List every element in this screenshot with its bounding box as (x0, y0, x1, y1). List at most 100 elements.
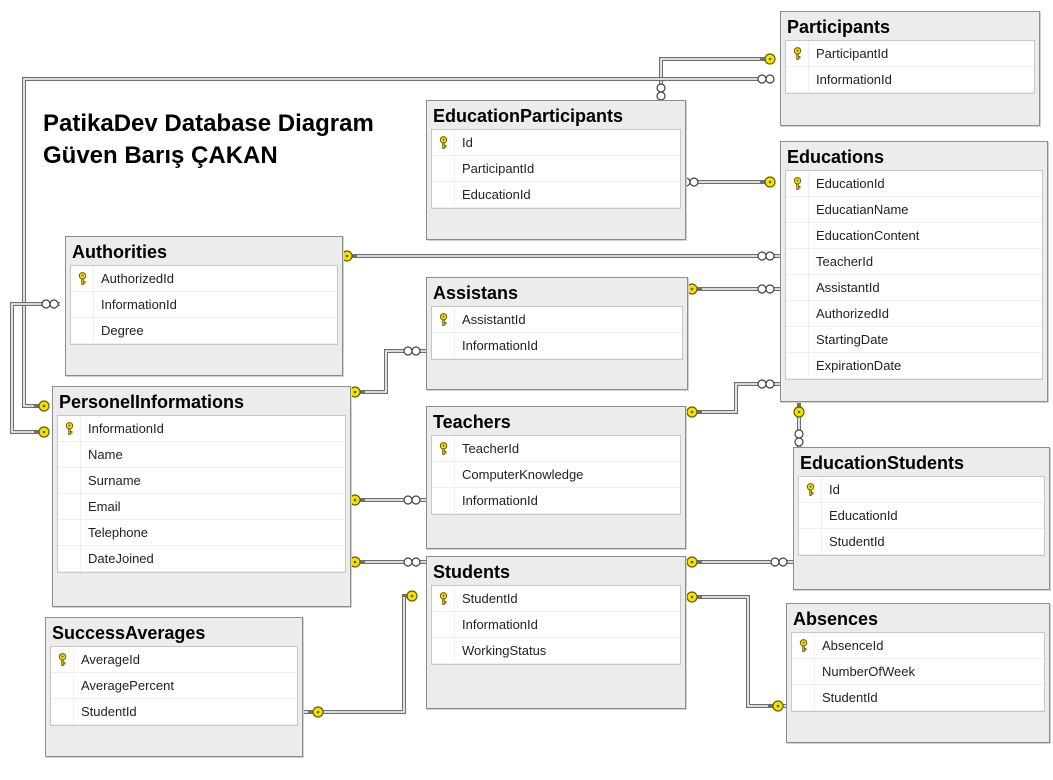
column-row[interactable]: EducationId (799, 503, 1044, 529)
rel-participants-educationparticipants[interactable] (656, 53, 776, 101)
column-row[interactable]: EducationContent (786, 223, 1042, 249)
row-selector[interactable] (432, 333, 455, 358)
column-row[interactable]: StudentId (799, 529, 1044, 555)
row-selector[interactable] (792, 633, 815, 658)
column-row[interactable]: InformationId (432, 333, 682, 359)
column-row[interactable]: StartingDate (786, 327, 1042, 353)
row-selector[interactable] (432, 156, 455, 181)
row-selector[interactable] (58, 416, 81, 441)
row-selector[interactable] (786, 275, 809, 300)
rel-students-absences[interactable] (686, 591, 786, 712)
column-row[interactable]: InformationId (71, 292, 337, 318)
row-selector[interactable] (792, 659, 815, 684)
rel-students-successaverages[interactable] (301, 590, 418, 718)
column-row[interactable]: StudentId (51, 699, 297, 725)
column-row[interactable]: InformationId (432, 612, 680, 638)
row-selector[interactable] (432, 182, 455, 207)
rel-personel-teachers[interactable] (349, 494, 426, 506)
column-row[interactable]: Name (58, 442, 345, 468)
row-selector[interactable] (432, 462, 455, 487)
rel-teachers-educations[interactable] (686, 379, 780, 418)
rel-assistans-educations[interactable] (686, 283, 780, 295)
rel-educations-educationparticipants[interactable] (681, 176, 776, 188)
column-row[interactable]: ParticipantId (432, 156, 680, 182)
column-row[interactable]: AssistantId (432, 307, 682, 333)
rel-students-educationstudents[interactable] (686, 556, 793, 568)
row-selector[interactable] (432, 436, 455, 461)
column-row[interactable]: Degree (71, 318, 337, 344)
row-selector[interactable] (799, 529, 822, 554)
rel-personel-assistans[interactable] (349, 346, 426, 398)
row-selector[interactable] (786, 249, 809, 274)
column-row[interactable]: TeacherId (786, 249, 1042, 275)
row-selector[interactable] (792, 685, 815, 710)
column-row[interactable]: ComputerKnowledge (432, 462, 680, 488)
column-row[interactable]: StudentId (792, 685, 1044, 711)
column-row[interactable]: NumberOfWeek (792, 659, 1044, 685)
rel-personel-students[interactable] (349, 556, 426, 568)
column-row[interactable]: EducationId (432, 182, 680, 208)
row-selector[interactable] (432, 488, 455, 513)
column-row[interactable]: AbsenceId (792, 633, 1044, 659)
row-selector[interactable] (786, 301, 809, 326)
row-selector[interactable] (51, 699, 74, 724)
row-selector[interactable] (432, 612, 455, 637)
column-row[interactable]: InformationId (432, 488, 680, 514)
column-row[interactable]: DateJoined (58, 546, 345, 572)
column-row[interactable]: Id (799, 477, 1044, 503)
row-selector[interactable] (786, 327, 809, 352)
rel-personel-authorities[interactable] (10, 299, 60, 438)
row-selector[interactable] (51, 673, 74, 698)
column-row[interactable]: AuthorizedId (71, 266, 337, 292)
row-selector[interactable] (58, 520, 81, 545)
row-selector[interactable] (786, 197, 809, 222)
row-selector[interactable] (432, 586, 455, 611)
row-selector[interactable] (58, 442, 81, 467)
row-selector[interactable] (58, 494, 81, 519)
column-row[interactable]: TeacherId (432, 436, 680, 462)
column-row[interactable]: AverageId (51, 647, 297, 673)
row-selector[interactable] (58, 546, 81, 571)
rel-authorities-educations[interactable] (341, 250, 780, 262)
row-selector[interactable] (799, 503, 822, 528)
row-selector[interactable] (58, 468, 81, 493)
rel-educations-educationstudents[interactable] (793, 400, 805, 447)
column-row[interactable]: Surname (58, 468, 345, 494)
column-row[interactable]: AuthorizedId (786, 301, 1042, 327)
row-selector[interactable] (799, 477, 822, 502)
column-row[interactable]: WorkingStatus (432, 638, 680, 664)
row-selector[interactable] (786, 223, 809, 248)
column-row[interactable]: AveragePercent (51, 673, 297, 699)
column-row[interactable]: Telephone (58, 520, 345, 546)
column-row[interactable]: Email (58, 494, 345, 520)
column-row[interactable]: Id (432, 130, 680, 156)
column-row[interactable]: InformationId (786, 67, 1034, 93)
column-row[interactable]: InformationId (58, 416, 345, 442)
row-selector[interactable] (71, 292, 94, 317)
row-selector[interactable] (71, 318, 94, 343)
column-row[interactable]: EducationId (786, 171, 1042, 197)
row-selector[interactable] (432, 638, 455, 663)
column-row[interactable]: ExpirationDate (786, 353, 1042, 379)
column-row[interactable]: ParticipantId (786, 41, 1034, 67)
column-row[interactable]: EducatianName (786, 197, 1042, 223)
row-selector[interactable] (786, 41, 809, 66)
column-row[interactable]: StudentId (432, 586, 680, 612)
row-selector[interactable] (71, 266, 94, 291)
column-row[interactable]: AssistantId (786, 275, 1042, 301)
row-selector[interactable] (432, 130, 455, 155)
row-selector[interactable] (786, 171, 809, 196)
row-selector[interactable] (432, 307, 455, 332)
row-selector[interactable] (51, 647, 74, 672)
